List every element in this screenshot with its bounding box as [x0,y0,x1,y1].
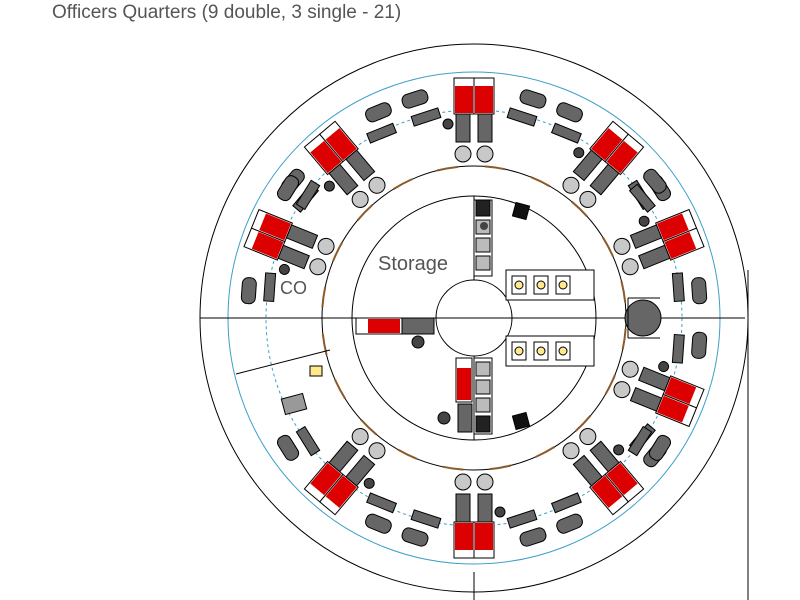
cabin [276,425,398,534]
cabin [401,473,547,559]
door-arc [535,446,556,458]
door-arc [360,419,377,436]
door-arc [621,328,627,350]
storage-rack-bottom [473,357,493,435]
door-arc [356,204,373,221]
door-arc [321,333,328,356]
door-arc [604,374,616,395]
door-arc [602,236,614,257]
door-arc [484,165,506,171]
airlock-hatch [624,299,662,337]
door-arc [436,165,459,172]
cabin [613,168,708,305]
co-label: CO [280,278,307,298]
storage-core [352,196,595,440]
co-desk [280,365,323,416]
cabin [276,102,398,211]
door-arc [334,379,346,400]
door-arc [442,465,464,471]
door-arc [332,241,344,262]
door-arc [530,176,551,188]
door-arc [397,448,418,460]
door-arcs [321,165,627,471]
cabin [401,77,547,163]
door-arc [321,286,327,308]
cabin [550,425,672,534]
door-arc [620,280,627,303]
storage-box [511,201,531,221]
storage-box [511,411,531,431]
cabin-ring [240,77,708,559]
diagram-title: Officers Quarters (9 double, 3 single - … [52,2,402,23]
door-arc [571,200,588,217]
door-arc [392,178,413,190]
door-arc [575,415,592,432]
door-arc [489,464,512,471]
storage-label: Storage [378,253,448,275]
co-room-divider [235,349,331,375]
